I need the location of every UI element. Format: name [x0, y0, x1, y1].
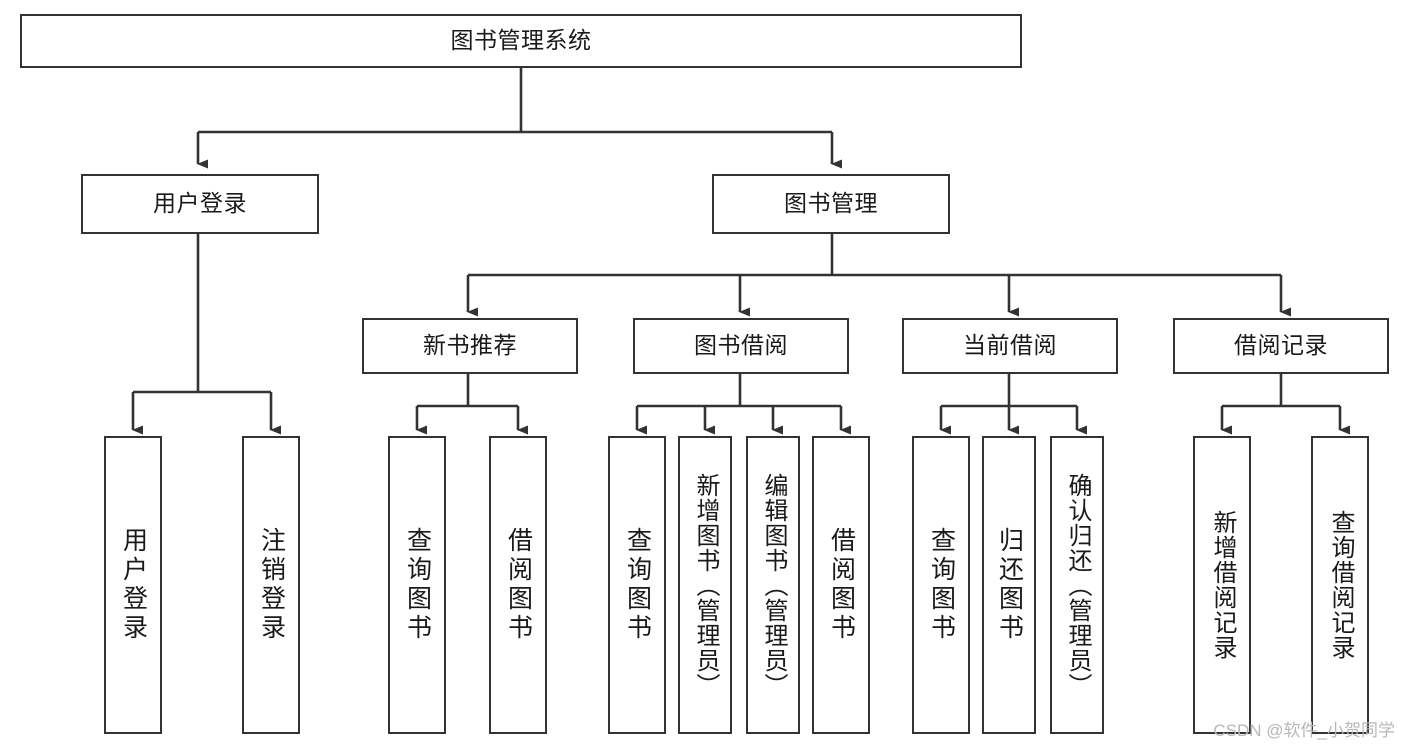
node-leaf-return-book-label: 归还图书 [995, 527, 1024, 643]
node-leaf-confirm-return-admin[interactable]: 确认归还（管理员） [1050, 436, 1104, 734]
node-leaf-user-login-label: 用户登录 [119, 527, 148, 643]
node-leaf-borrow-book-recommend-label: 借阅图书 [504, 527, 533, 643]
node-leaf-borrow-book-recommend[interactable]: 借阅图书 [489, 436, 547, 734]
node-leaf-logout[interactable]: 注销登录 [242, 436, 300, 734]
node-leaf-query-book-recommend[interactable]: 查询图书 [388, 436, 446, 734]
node-book-borrow[interactable]: 图书借阅 [633, 318, 849, 374]
node-leaf-query-borrow-record-label: 查询借阅记录 [1327, 510, 1354, 660]
node-borrow-record-label: 借阅记录 [1234, 332, 1328, 359]
node-leaf-borrow-book[interactable]: 借阅图书 [812, 436, 870, 734]
node-leaf-add-book-admin[interactable]: 新增图书（管理员） [678, 436, 732, 734]
node-leaf-add-book-admin-label: 新增图书（管理员） [692, 472, 719, 698]
node-leaf-user-login[interactable]: 用户登录 [104, 436, 162, 734]
node-leaf-edit-book-admin-label: 编辑图书（管理员） [760, 472, 787, 698]
node-leaf-query-borrow-record[interactable]: 查询借阅记录 [1311, 436, 1369, 734]
node-leaf-query-book-recommend-label: 查询图书 [403, 527, 432, 643]
node-root-system-label: 图书管理系统 [450, 27, 592, 54]
node-leaf-return-book[interactable]: 归还图书 [982, 436, 1036, 734]
node-leaf-confirm-return-admin-label: 确认归还（管理员） [1064, 472, 1091, 698]
node-leaf-query-book-borrow[interactable]: 查询图书 [608, 436, 666, 734]
node-leaf-query-book-current-label: 查询图书 [927, 527, 956, 643]
node-book-management[interactable]: 图书管理 [712, 174, 950, 234]
node-current-borrow-label: 当前借阅 [963, 332, 1057, 359]
node-book-borrow-label: 图书借阅 [694, 332, 788, 359]
node-leaf-add-borrow-record[interactable]: 新增借阅记录 [1193, 436, 1251, 734]
node-leaf-query-book-current[interactable]: 查询图书 [912, 436, 970, 734]
node-root-system[interactable]: 图书管理系统 [20, 14, 1022, 68]
node-user-login[interactable]: 用户登录 [81, 174, 319, 234]
node-borrow-record[interactable]: 借阅记录 [1173, 318, 1389, 374]
node-book-management-label: 图书管理 [784, 190, 878, 217]
node-current-borrow[interactable]: 当前借阅 [902, 318, 1118, 374]
node-leaf-add-borrow-record-label: 新增借阅记录 [1209, 510, 1236, 660]
node-leaf-query-book-borrow-label: 查询图书 [623, 527, 652, 643]
node-leaf-borrow-book-label: 借阅图书 [827, 527, 856, 643]
node-new-book-recommend[interactable]: 新书推荐 [362, 318, 578, 374]
node-user-login-label: 用户登录 [153, 190, 247, 217]
node-new-book-recommend-label: 新书推荐 [423, 332, 517, 359]
node-leaf-edit-book-admin[interactable]: 编辑图书（管理员） [746, 436, 800, 734]
node-leaf-logout-label: 注销登录 [257, 527, 286, 643]
